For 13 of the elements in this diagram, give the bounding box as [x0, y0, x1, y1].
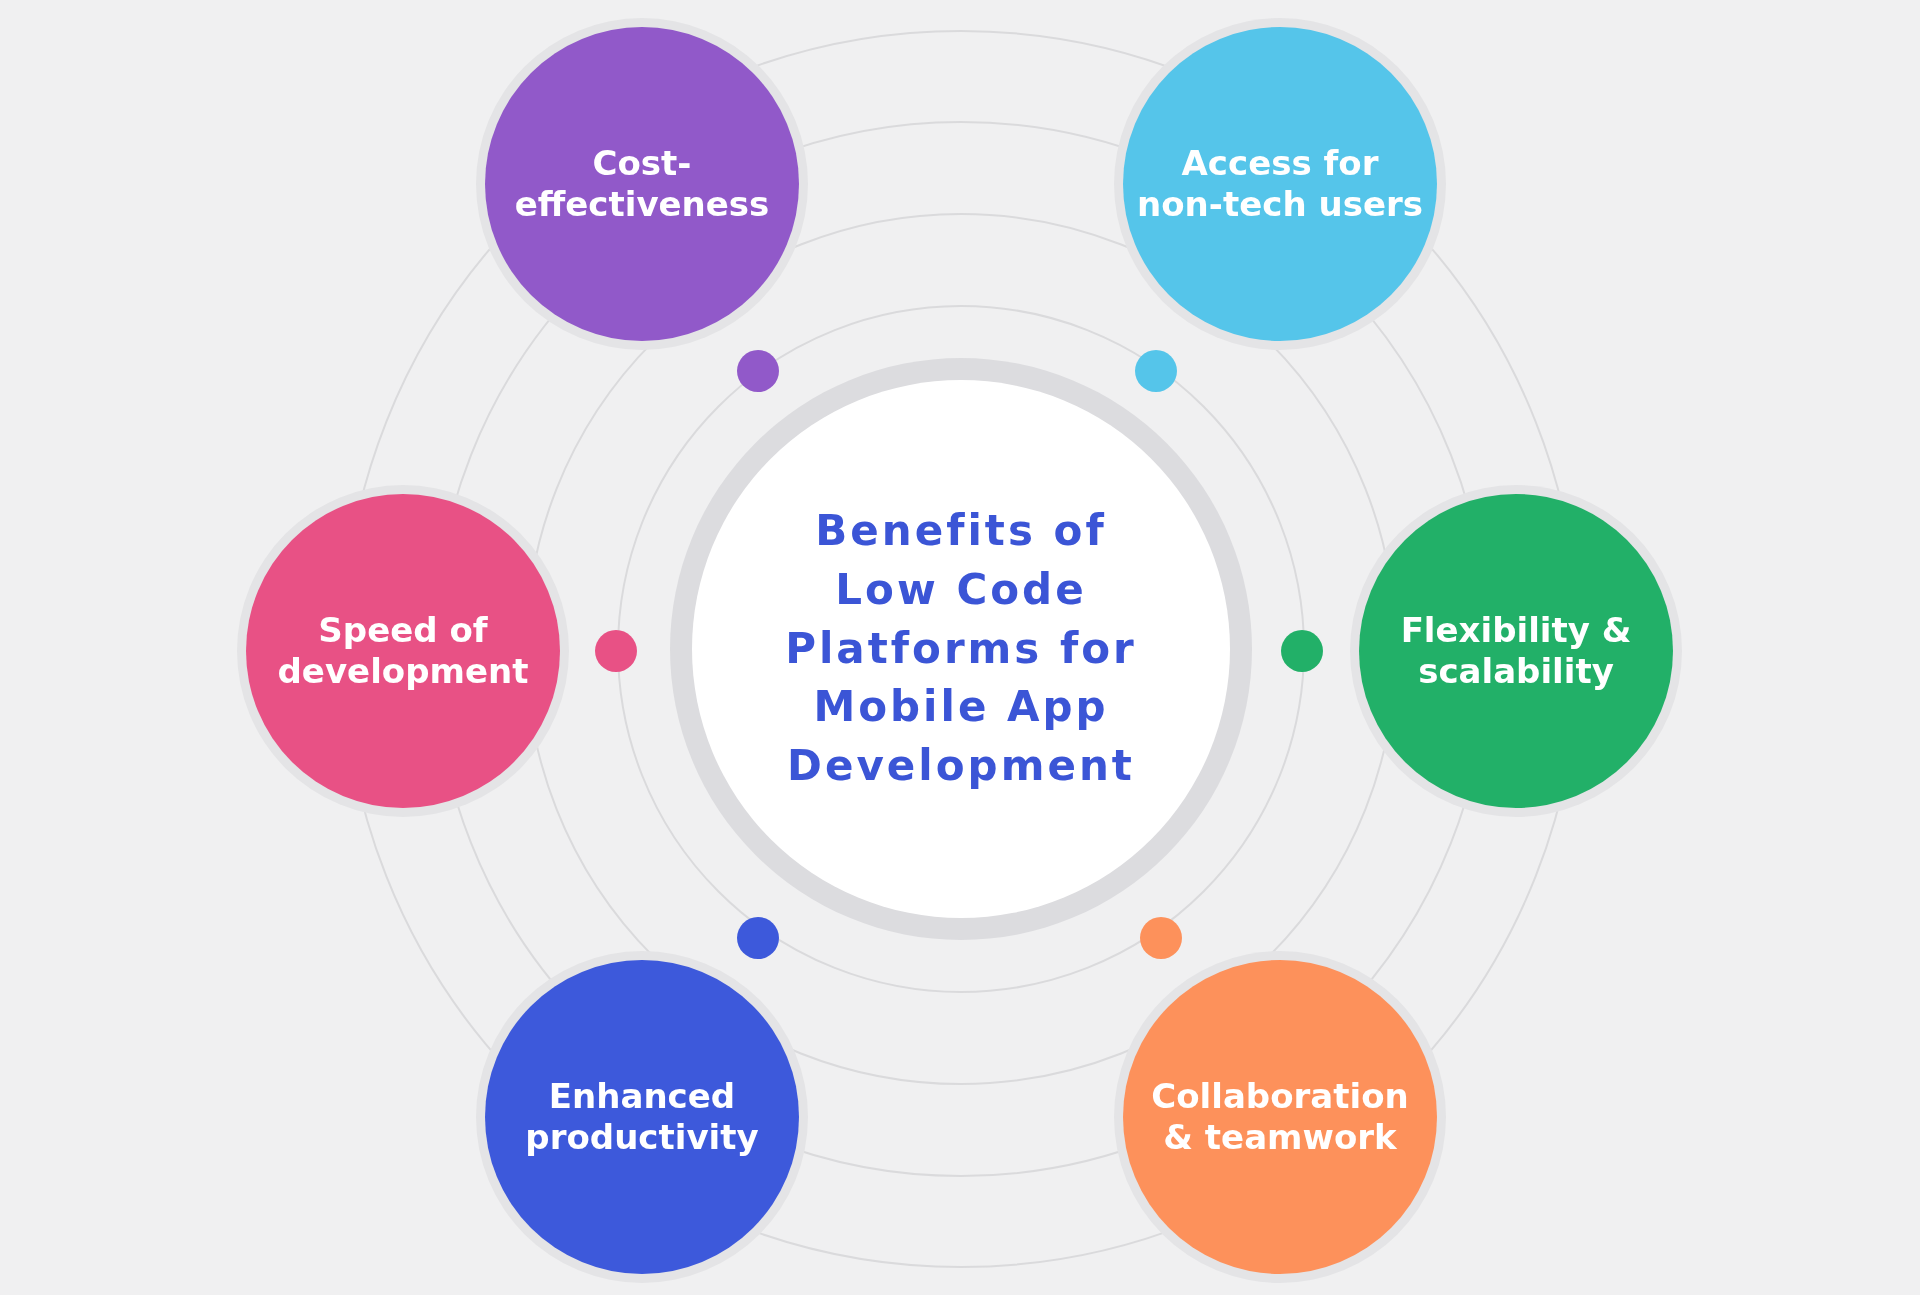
dot-marker: [595, 630, 637, 672]
dot-marker: [1135, 350, 1177, 392]
benefit-label: Access for non-tech users: [1136, 142, 1424, 226]
dot-marker: [1281, 630, 1323, 672]
benefit-label: Cost-effectiveness: [513, 142, 771, 226]
benefit-label: Collaboration & teamwork: [1150, 1075, 1410, 1159]
dot-marker: [1140, 917, 1182, 959]
title-text: Benefits of Low Code Platforms for Mobile App Development: [784, 505, 1138, 793]
benefit-label: Speed of development: [276, 609, 530, 693]
dot-marker: [737, 917, 779, 959]
benefit-label: Flexibility & scalability: [1399, 609, 1633, 693]
dot-marker: [737, 350, 779, 392]
benefit-label: Enhanced productivity: [524, 1075, 760, 1159]
